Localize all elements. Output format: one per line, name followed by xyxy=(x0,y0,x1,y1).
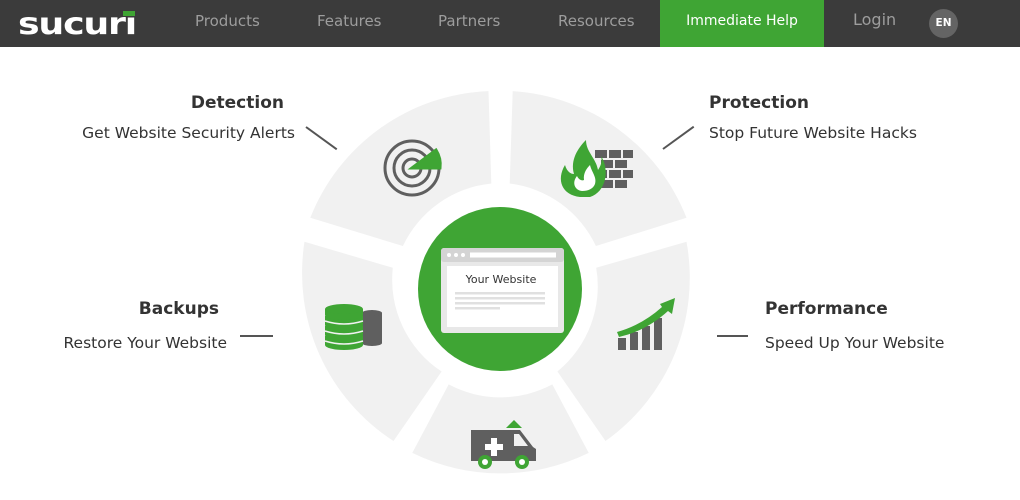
growth-chart-icon xyxy=(617,298,675,350)
immediate-help-button[interactable]: Immediate Help xyxy=(660,0,824,47)
language-selector[interactable]: EN xyxy=(929,9,958,38)
performance-title: Performance xyxy=(765,299,888,319)
segment-response xyxy=(412,384,589,474)
radar-icon xyxy=(383,139,442,197)
logo-text: sucuri xyxy=(18,7,136,42)
top-navbar: sucuri Products Features Partners Resour… xyxy=(0,0,1020,47)
firewall-icon xyxy=(560,140,633,197)
database-icon xyxy=(324,304,382,350)
ambulance-icon xyxy=(471,420,536,469)
logo-accent xyxy=(123,11,135,16)
nav-products[interactable]: Products xyxy=(195,12,260,30)
performance-subtitle: Speed Up Your Website xyxy=(765,334,945,352)
detection-subtitle: Get Website Security Alerts xyxy=(82,124,295,142)
sucuri-logo[interactable]: sucuri xyxy=(18,4,143,44)
backups-subtitle: Restore Your Website xyxy=(63,334,227,352)
backups-title: Backups xyxy=(138,299,219,319)
backups-connector xyxy=(240,335,273,337)
center-label: Your Website xyxy=(465,273,537,286)
detection-title: Detection xyxy=(190,93,284,113)
website-icon: Your Website xyxy=(441,248,564,333)
nav-partners[interactable]: Partners xyxy=(438,12,501,30)
segment-protection xyxy=(509,91,687,246)
protection-title: Protection xyxy=(709,93,809,113)
performance-connector xyxy=(717,335,748,337)
protection-subtitle: Stop Future Website Hacks xyxy=(709,124,917,142)
segment-detection xyxy=(310,91,492,246)
nav-features[interactable]: Features xyxy=(317,12,382,30)
nav-resources[interactable]: Resources xyxy=(558,12,635,30)
login-link[interactable]: Login xyxy=(853,10,897,29)
